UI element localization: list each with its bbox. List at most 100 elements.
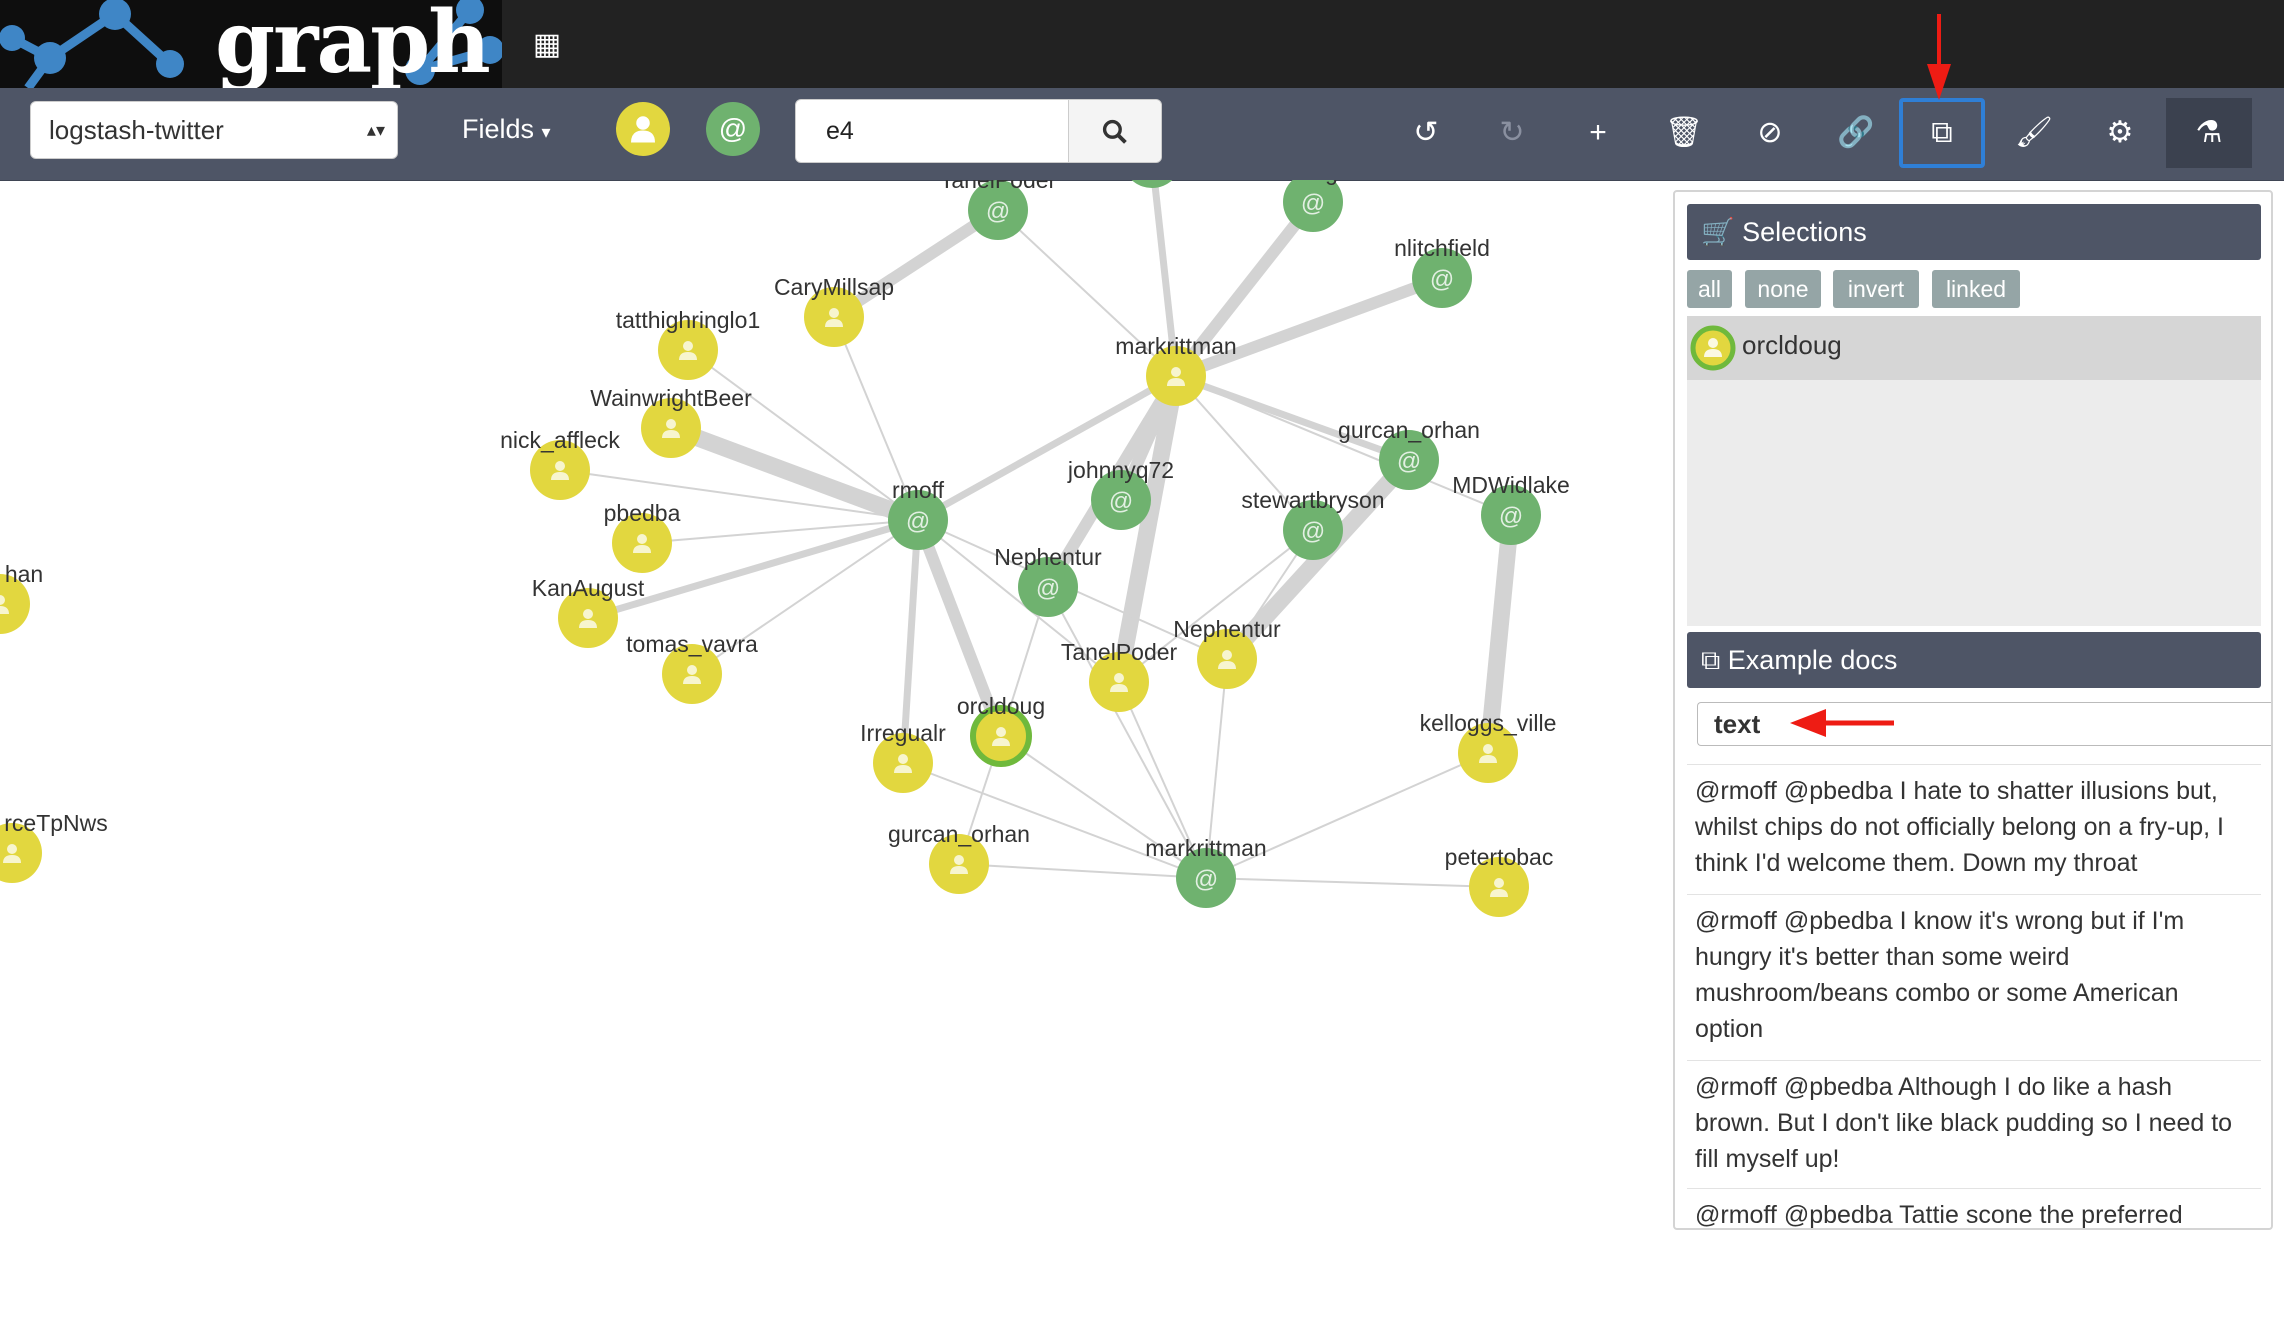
user-icon [1218, 650, 1236, 669]
graph-node[interactable]: KanAugust [532, 575, 645, 648]
graph-edge [1175, 375, 1512, 516]
graph-node[interactable]: markrittman [1115, 333, 1237, 406]
fields-dropdown[interactable]: Fields ▾ [462, 114, 551, 145]
graph-node[interactable]: @MDWidlake [1452, 472, 1570, 545]
at-field-chip[interactable]: @ [706, 102, 760, 156]
graph-node[interactable]: @gurcan_orhan [1338, 417, 1480, 490]
user-icon [1110, 673, 1128, 692]
at-icon: @ [1109, 488, 1133, 515]
graph-edge [687, 349, 919, 521]
graph-node-label: gurcan_orhan [1338, 417, 1480, 443]
select-arrows-icon: ▴▾ [366, 120, 385, 140]
app-logo[interactable]: graph [0, 0, 502, 88]
graph-node[interactable]: han [0, 561, 43, 634]
graph-node[interactable]: rceTpNws [0, 810, 108, 883]
graph-node[interactable]: @TanelPoder [940, 180, 1057, 240]
cart-icon: 🛒 [1701, 217, 1735, 247]
user-field-chip[interactable] [616, 102, 670, 156]
graph-node[interactable]: @ Nephentur [994, 544, 1102, 617]
graph-node-label: petertobac [1445, 844, 1554, 870]
graph-node[interactable]: tomas_vavra [626, 631, 758, 704]
at-icon: @ [1036, 575, 1060, 602]
search-button[interactable] [1068, 100, 1161, 162]
graph-edge [1150, 180, 1180, 377]
graph-edge [1175, 375, 1314, 531]
graph-node[interactable]: TanelPoder [1061, 639, 1178, 712]
graph-node[interactable]: orcldoug [957, 693, 1045, 767]
settings-button[interactable]: ⚙ [2077, 98, 2163, 168]
example-doc: @rmoff @pbedba I know it's wrong but if … [1687, 894, 2261, 1050]
redo-button[interactable]: ↻ [1469, 98, 1555, 168]
graph-node[interactable]: gurcan_orhan [888, 821, 1030, 894]
graph-node[interactable]: CaryMillsap [774, 274, 894, 347]
graph-node-label: markrittman [1145, 835, 1266, 861]
user-icon [1479, 744, 1497, 763]
graph-edge [830, 204, 1002, 323]
graph-node-label: Nephentur [994, 544, 1102, 570]
flask-icon: ⚗ [2195, 116, 2223, 149]
graph-node-label: han [5, 561, 43, 587]
graph-node[interactable]: nick_affleck [500, 427, 620, 500]
at-icon: @ [1194, 866, 1218, 893]
redo-icon: ↻ [1499, 116, 1525, 149]
graph-canvas[interactable]: @pfierens@TanelPoder@dhoogfr@nlitchfield… [0, 180, 1660, 1334]
example-docs-header: ⧉ Example docs [1687, 632, 2261, 688]
graph-edge [1173, 272, 1445, 382]
example-doc: @rmoff @pbedba I hate to shatter illusio… [1687, 764, 2261, 882]
graph-node[interactable]: @nlitchfield [1394, 235, 1490, 308]
add-button[interactable]: + [1555, 98, 1641, 168]
graph-node[interactable]: Nephentur [1173, 616, 1281, 689]
graph-svg[interactable]: @pfierens@TanelPoder@dhoogfr@nlitchfield… [0, 180, 1660, 1334]
graph-edge [641, 519, 919, 544]
graph-node[interactable]: Irregualr [860, 720, 946, 793]
selections-header: 🛒 Selections [1687, 204, 2261, 260]
at-icon: @ [906, 508, 930, 535]
plus-icon: + [1589, 116, 1607, 149]
undo-button[interactable]: ↺ [1383, 98, 1469, 168]
ban-icon: ⊘ [1757, 116, 1783, 149]
search-input[interactable] [796, 100, 1070, 162]
graph-node-label: stewartbryson [1241, 487, 1384, 513]
delete-button[interactable]: 🗑 [1641, 98, 1727, 168]
graph-node[interactable]: kelloggs_ville [1420, 710, 1557, 783]
user-icon [633, 534, 651, 553]
style-button[interactable]: 🖌 [1991, 98, 2077, 168]
advanced-button[interactable]: ⚗ [2166, 98, 2252, 168]
trash-icon: 🗑 [1664, 116, 1704, 149]
graph-node[interactable]: @dhoogfr [1274, 180, 1352, 232]
graph-node-label: rmoff [892, 477, 945, 503]
graph-node[interactable]: pbedba [604, 500, 681, 573]
copy-icon: ⧉ [1931, 116, 1953, 149]
select-linked-button[interactable]: linked [1932, 270, 2020, 308]
graph-node-label: kelloggs_ville [1420, 710, 1557, 736]
graph-node[interactable]: petertobac [1445, 844, 1554, 917]
select-all-button[interactable]: all [1687, 270, 1732, 308]
selection-list: orcldoug [1687, 316, 2261, 626]
graph-node[interactable]: tatthighringlo1 [616, 307, 761, 380]
graph-edge [899, 519, 922, 764]
select-invert-button[interactable]: invert [1833, 270, 1919, 308]
user-icon [894, 754, 912, 773]
example-docs-button[interactable]: ⧉ [1899, 98, 1985, 168]
block-button[interactable]: ⊘ [1727, 98, 1813, 168]
graph-node-label: pbedba [604, 500, 681, 526]
doc-field-input[interactable]: text [1697, 702, 2271, 746]
graph-edge [559, 469, 919, 521]
graph-node[interactable]: @stewartbryson [1241, 487, 1385, 560]
selection-item[interactable]: orcldoug [1687, 316, 2261, 380]
graph-node-label: dhoogfr [1274, 180, 1352, 185]
graph-node[interactable]: @ markrittman [1145, 835, 1267, 908]
graph-edge [1118, 529, 1314, 683]
graph-node[interactable]: @johnnyq72 [1067, 457, 1174, 530]
index-pattern-select[interactable]: logstash-twitter ▴▾ [30, 101, 398, 159]
graph-node[interactable]: @pfierens [1111, 180, 1193, 188]
graph-node-label: tomas_vavra [626, 631, 758, 657]
annotation-arrow-left [1790, 709, 1894, 737]
link-button[interactable]: 🔗 [1813, 98, 1899, 168]
select-none-button[interactable]: none [1745, 270, 1821, 308]
graph-node[interactable]: @ rmoff [888, 477, 948, 550]
graph-node[interactable]: WainwrightBeer [590, 385, 752, 458]
annotation-arrow-down [1927, 14, 1951, 100]
apps-grid-icon[interactable]: ▦ [532, 28, 562, 61]
graph-node-label: WainwrightBeer [590, 385, 752, 411]
